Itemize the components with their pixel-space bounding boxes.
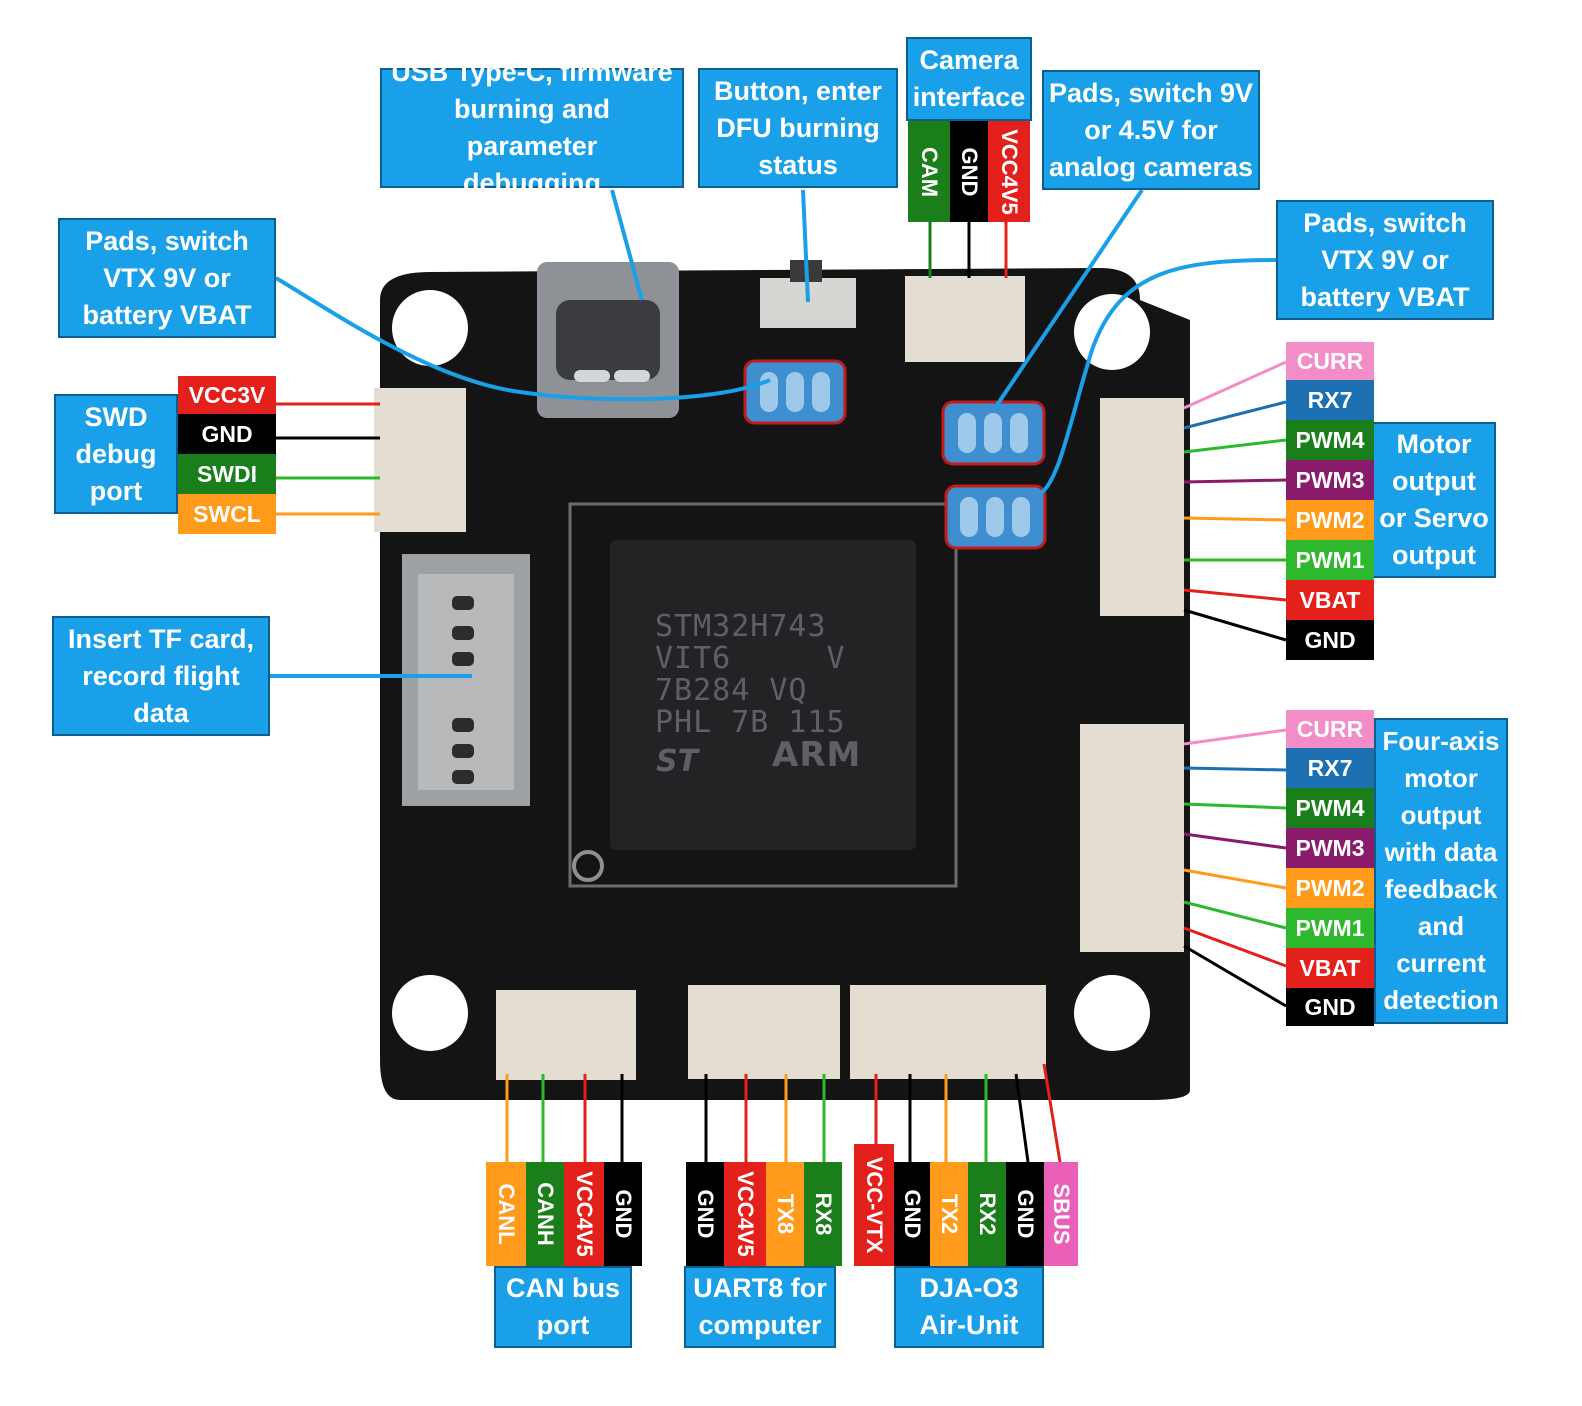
pin-motor-pwm3: PWM3	[1286, 460, 1374, 500]
leader-vtx-right	[1038, 258, 1279, 496]
pin-can-gnd: GND	[604, 1162, 642, 1266]
chip-marking-1: STM32H743	[655, 609, 827, 644]
uart8-connector	[688, 985, 840, 1079]
pin-fouraxis-rx7: RX7	[1286, 748, 1374, 788]
pin-fouraxis-pwm2: PWM2	[1286, 868, 1374, 908]
pin-swd-swdi: SWDI	[178, 454, 276, 494]
can-connector	[496, 990, 636, 1080]
pin-fouraxis-pwm4: PWM4	[1286, 788, 1374, 828]
mcu-outline	[568, 502, 958, 888]
pin-uart8-vcc4v5: VCC4V5	[724, 1162, 766, 1266]
mount-hole	[1074, 975, 1150, 1051]
motor-connector	[1100, 398, 1184, 616]
mount-hole	[392, 290, 468, 366]
mount-hole	[1074, 294, 1150, 370]
callout-vtx-pads-left: Pads, switch VTX 9V or battery VBAT	[58, 218, 276, 338]
pin-can-canl: CANL	[486, 1162, 526, 1266]
callout-motor: Motor output or Servo output	[1372, 422, 1496, 578]
callout-can: CAN bus port	[494, 1266, 632, 1348]
pin-can-vcc4v5: VCC4V5	[564, 1162, 604, 1266]
leader-vtx-left	[274, 276, 771, 402]
mount-hole	[392, 975, 468, 1051]
pin-dji-tx2: TX2	[930, 1162, 968, 1266]
callout-button: Button, enter DFU burning status	[698, 68, 898, 188]
pin-camera-gnd: GND	[950, 121, 988, 222]
pin-fouraxis-curr: CURR	[1286, 710, 1374, 748]
callout-vtx-pads-right: Pads, switch VTX 9V or battery VBAT	[1276, 200, 1494, 320]
callout-cam-pads: Pads, switch 9V or 4.5V for analog camer…	[1042, 70, 1260, 190]
pin-motor-rx7: RX7	[1286, 380, 1374, 420]
pin-uart8-gnd: GND	[686, 1162, 724, 1266]
leader-button	[801, 189, 810, 303]
pin-uart8-rx8: RX8	[804, 1162, 842, 1266]
pin-motor-pwm1: PWM1	[1286, 540, 1374, 580]
pin-dji-rx2: RX2	[968, 1162, 1006, 1266]
pin-can-canh: CANH	[526, 1162, 564, 1266]
pin-swd-vcc3v: VCC3V	[178, 376, 276, 414]
chip-marking-4: PHL 7B 115	[655, 705, 846, 740]
callout-tf: Insert TF card, record flight data	[52, 616, 270, 736]
pin-motor-curr: CURR	[1286, 342, 1374, 380]
chip-marking-2: VIT6 V	[655, 641, 846, 676]
pin-camera-cam: CAM	[908, 121, 950, 222]
pin-motor-gnd: GND	[1286, 620, 1374, 660]
leader-cam-pads	[993, 188, 1144, 410]
pin-swd-swcl: SWCL	[178, 494, 276, 534]
callout-fouraxis: Four-axis motor output with data feedbac…	[1374, 718, 1508, 1024]
callout-camera: Camera interface	[906, 37, 1032, 121]
leader-usb	[610, 189, 644, 301]
chip-arm-logo: ARM	[772, 735, 862, 775]
mcu-chip	[610, 540, 916, 850]
callout-dji: DJA-O3 Air-Unit	[894, 1266, 1044, 1348]
pin-motor-pwm4: PWM4	[1286, 420, 1374, 460]
pin-motor-vbat: VBAT	[1286, 580, 1374, 620]
callout-usb: USB Type-C, firmware burning and paramet…	[380, 57, 684, 198]
pin-fouraxis-pwm1: PWM1	[1286, 908, 1374, 948]
pin-dji-gnd: GND	[894, 1162, 930, 1266]
callout-uart8: UART8 for computer	[684, 1266, 836, 1348]
pin-swd-gnd: GND	[178, 414, 276, 454]
pin-motor-pwm2: PWM2	[1286, 500, 1374, 540]
pin-uart8-tx8: TX8	[766, 1162, 804, 1266]
pin-dji-vcc-vtx: VCC-VTX	[854, 1144, 894, 1266]
pin-dji-gnd-2: GND	[1006, 1162, 1044, 1266]
pin-fouraxis-pwm3: PWM3	[1286, 828, 1374, 868]
pin-dji-sbus: SBUS	[1044, 1162, 1078, 1266]
pin-fouraxis-gnd: GND	[1286, 988, 1374, 1026]
pin-fouraxis-vbat: VBAT	[1286, 948, 1374, 988]
chip-marking-3: 7B284 VQ	[655, 673, 808, 708]
dji-connector	[850, 985, 1046, 1079]
pin-camera-vcc4v5: VCC4V5	[988, 121, 1030, 222]
fouraxis-connector	[1080, 724, 1184, 952]
camera-connector	[905, 276, 1025, 362]
swd-connector	[374, 388, 466, 532]
st-logo: ST	[656, 744, 699, 779]
callout-swd: SWD debug port	[54, 394, 178, 514]
